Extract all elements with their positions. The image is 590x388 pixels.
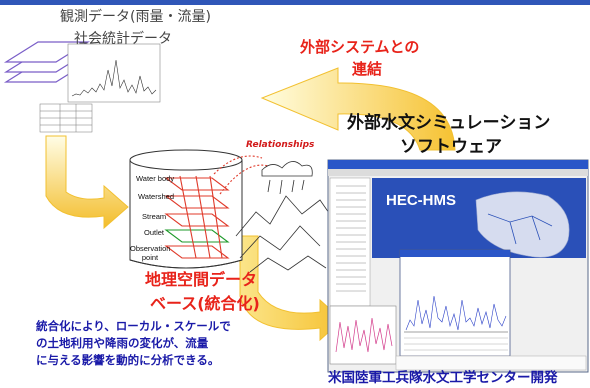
layer-label-outlet: Outlet (144, 228, 165, 237)
layer-label-water-body: Water body (136, 174, 175, 183)
terrain-sketch (235, 161, 339, 273)
data-input-arrow (45, 135, 129, 230)
gis-database-label-line1: 地理空間データ (145, 270, 258, 289)
hec-hms-title: HEC-HMS (386, 192, 456, 209)
gis-database-label-line2: ベース(統合化) (150, 294, 260, 313)
description-line: の土地利用や降雨の変化が、流量 (36, 336, 209, 350)
statistics-table (39, 103, 93, 133)
simulation-software-label-line1: 外部水文シミュレーション (347, 113, 551, 133)
hec-hms-window (327, 159, 589, 373)
description-line: 統合化により、ローカル・スケールで (36, 319, 231, 333)
layer-grids (164, 155, 269, 259)
external-link-label-line2: 連結 (352, 60, 383, 78)
observed-data-sheets (3, 41, 91, 83)
layer-label-observation-point: Observation point (130, 244, 171, 262)
top-accent-bar (0, 0, 590, 5)
external-link-label-line1: 外部システムとの (300, 38, 420, 56)
simulation-software-label-line2: ソフトウェア (400, 137, 502, 157)
link-arrow (260, 67, 456, 151)
integration-description: 統合化により、ローカル・スケールで の土地利用や降雨の変化が、流量 に与える影響… (36, 318, 231, 369)
layer-label-stream: Stream (142, 212, 167, 221)
layer-label-watershed: Watershed (138, 192, 174, 201)
developer-credit-label: 米国陸軍工兵隊水文工学センター開発 (328, 370, 558, 386)
description-line: に与える影響を動的に分析できる。 (36, 353, 220, 367)
social-statistics-label: 社会統計データ (74, 31, 172, 47)
relationships-label: Relationships (246, 140, 315, 150)
observed-data-label: 観測データ(雨量・流量) (60, 9, 211, 25)
timeseries-line (71, 59, 157, 97)
